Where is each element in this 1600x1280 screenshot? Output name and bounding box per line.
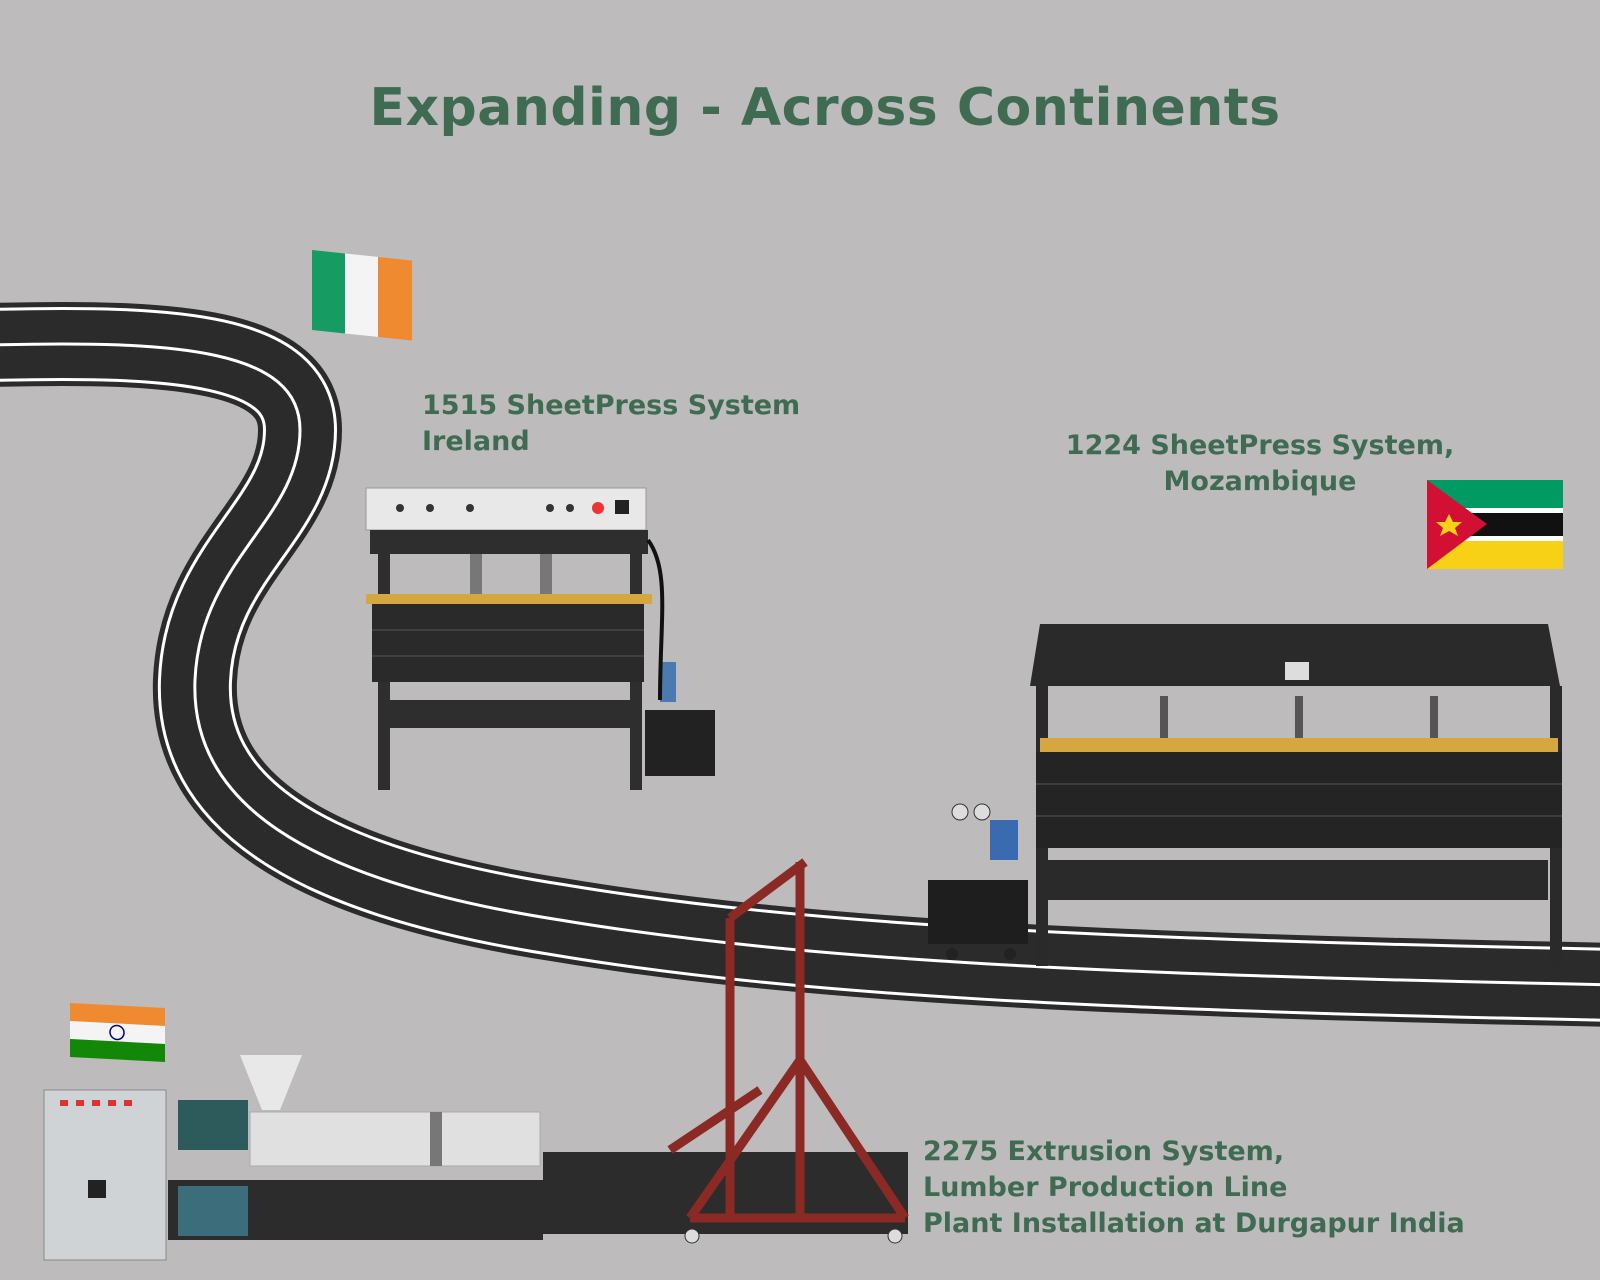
caption-line: 2275 Extrusion System,	[923, 1136, 1285, 1167]
page-title: Expanding - Across Continents	[369, 78, 1281, 138]
mozambique-flag	[1427, 480, 1563, 569]
india-flag	[70, 1003, 165, 1062]
ireland-flag	[312, 249, 412, 341]
extrusion-line-machine	[43, 858, 909, 1261]
sheetpress-1515-machine	[365, 487, 715, 790]
caption-line: 1224 SheetPress System,	[1065, 430, 1455, 461]
sheetpress-1224-machine	[928, 624, 1562, 966]
caption-mozambique: 1224 SheetPress System, Mozambique	[1060, 428, 1460, 500]
caption-line: Plant Installation at Durgapur India	[923, 1208, 1465, 1239]
caption-line: Ireland	[422, 426, 530, 457]
caption-india: 2275 Extrusion System, Lumber Production…	[923, 1134, 1465, 1242]
caption-line: Mozambique	[1163, 466, 1357, 497]
caption-line: 1515 SheetPress System	[422, 390, 801, 421]
caption-line: Lumber Production Line	[923, 1172, 1288, 1203]
caption-ireland: 1515 SheetPress System Ireland	[422, 388, 800, 460]
